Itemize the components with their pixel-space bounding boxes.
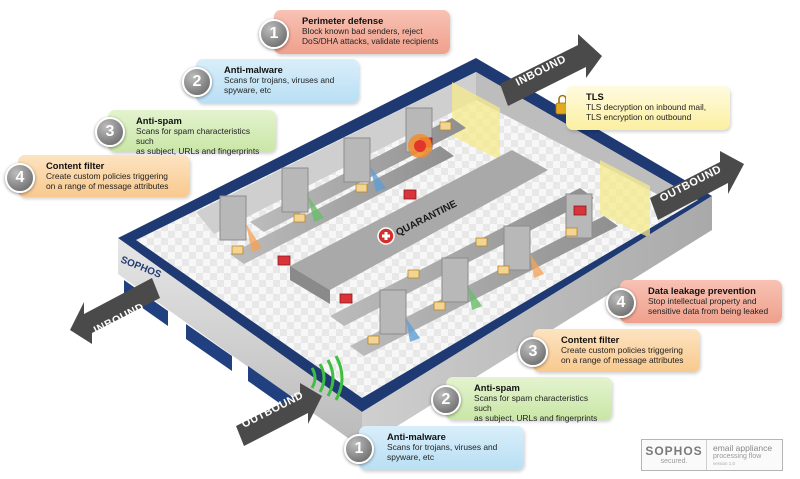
callout-title: Anti-spam [474,382,520,393]
step-badge: 2 [431,385,461,415]
callout-description: Scans for spam characteristics such as s… [474,393,598,423]
callout-content-filter-outbound: Content filter Create custom policies tr… [533,329,700,372]
callout-anti-malware-inbound: Anti-malware Scans for trojans, viruses … [196,59,359,103]
callout-title: Perimeter defense [302,15,384,26]
brand-product: email appliance processing flow version … [707,440,782,470]
callout-description: Create custom policies triggering on a r… [46,171,169,191]
callout-description: TLS decryption on inbound mail, TLS encr… [586,102,707,122]
sophos-branding: SOPHOS secured. email appliance processi… [641,439,783,471]
step-badge: 2 [182,67,212,97]
quarantine-belt [290,150,548,290]
step-badge: 1 [344,434,374,464]
step-badge: 4 [606,288,636,318]
callout-anti-malware-outbound: Anti-malware Scans for trojans, viruses … [359,426,524,470]
brand-name: SOPHOS [645,443,703,458]
scanner-gates [219,107,593,335]
callout-tls: TLS TLS decryption on inbound mail, TLS … [566,86,730,130]
callout-description: Create custom policies triggering on a r… [561,345,684,365]
callout-title: Anti-malware [224,64,283,75]
callout-anti-spam-inbound: Anti-spam Scans for spam characteristics… [108,110,276,156]
callout-description: Scans for trojans, viruses and spyware, … [387,442,498,462]
brand-logo: SOPHOS secured. [642,440,707,470]
brand-tagline: secured. [660,457,688,465]
callout-title: Content filter [561,334,620,345]
callout-perimeter-defense: Perimeter defense Block known bad sender… [274,10,450,54]
step-badge: 3 [518,337,548,367]
callout-title: Data leakage prevention [648,285,756,296]
callout-title: Content filter [46,160,105,171]
step-badge: 4 [5,163,35,193]
callout-title: Anti-malware [387,431,446,442]
callout-description: Scans for spam characteristics such as s… [136,126,260,156]
callout-description: Scans for trojans, viruses and spyware, … [224,75,335,95]
callout-description: Block known bad senders, reject DoS/DHA … [302,26,439,46]
step-badge: 3 [95,117,125,147]
step-badge: 1 [259,19,289,49]
email-envelopes [231,121,578,345]
callout-data-leakage-prevention: Data leakage prevention Stop intellectua… [620,280,782,323]
product-version: version 1.0 [713,461,736,466]
callout-anti-spam-outbound: Anti-spam Scans for spam characteristics… [446,377,612,423]
product-line-1: email appliance [713,443,773,453]
tls-zone-inbound [452,82,500,160]
scan-beams [246,166,544,342]
status-lights-icon [310,355,344,401]
product-line-2: processing flow [713,453,762,460]
callout-title: TLS [586,91,604,102]
inbound-arrow-left: INBOUND [70,278,160,344]
tls-zone-outbound [600,160,650,238]
callout-description: Stop intellectual property and sensitive… [648,296,769,316]
callout-content-filter-inbound: Content filter Create custom policies tr… [18,155,190,197]
callout-title: Anti-spam [136,115,182,126]
